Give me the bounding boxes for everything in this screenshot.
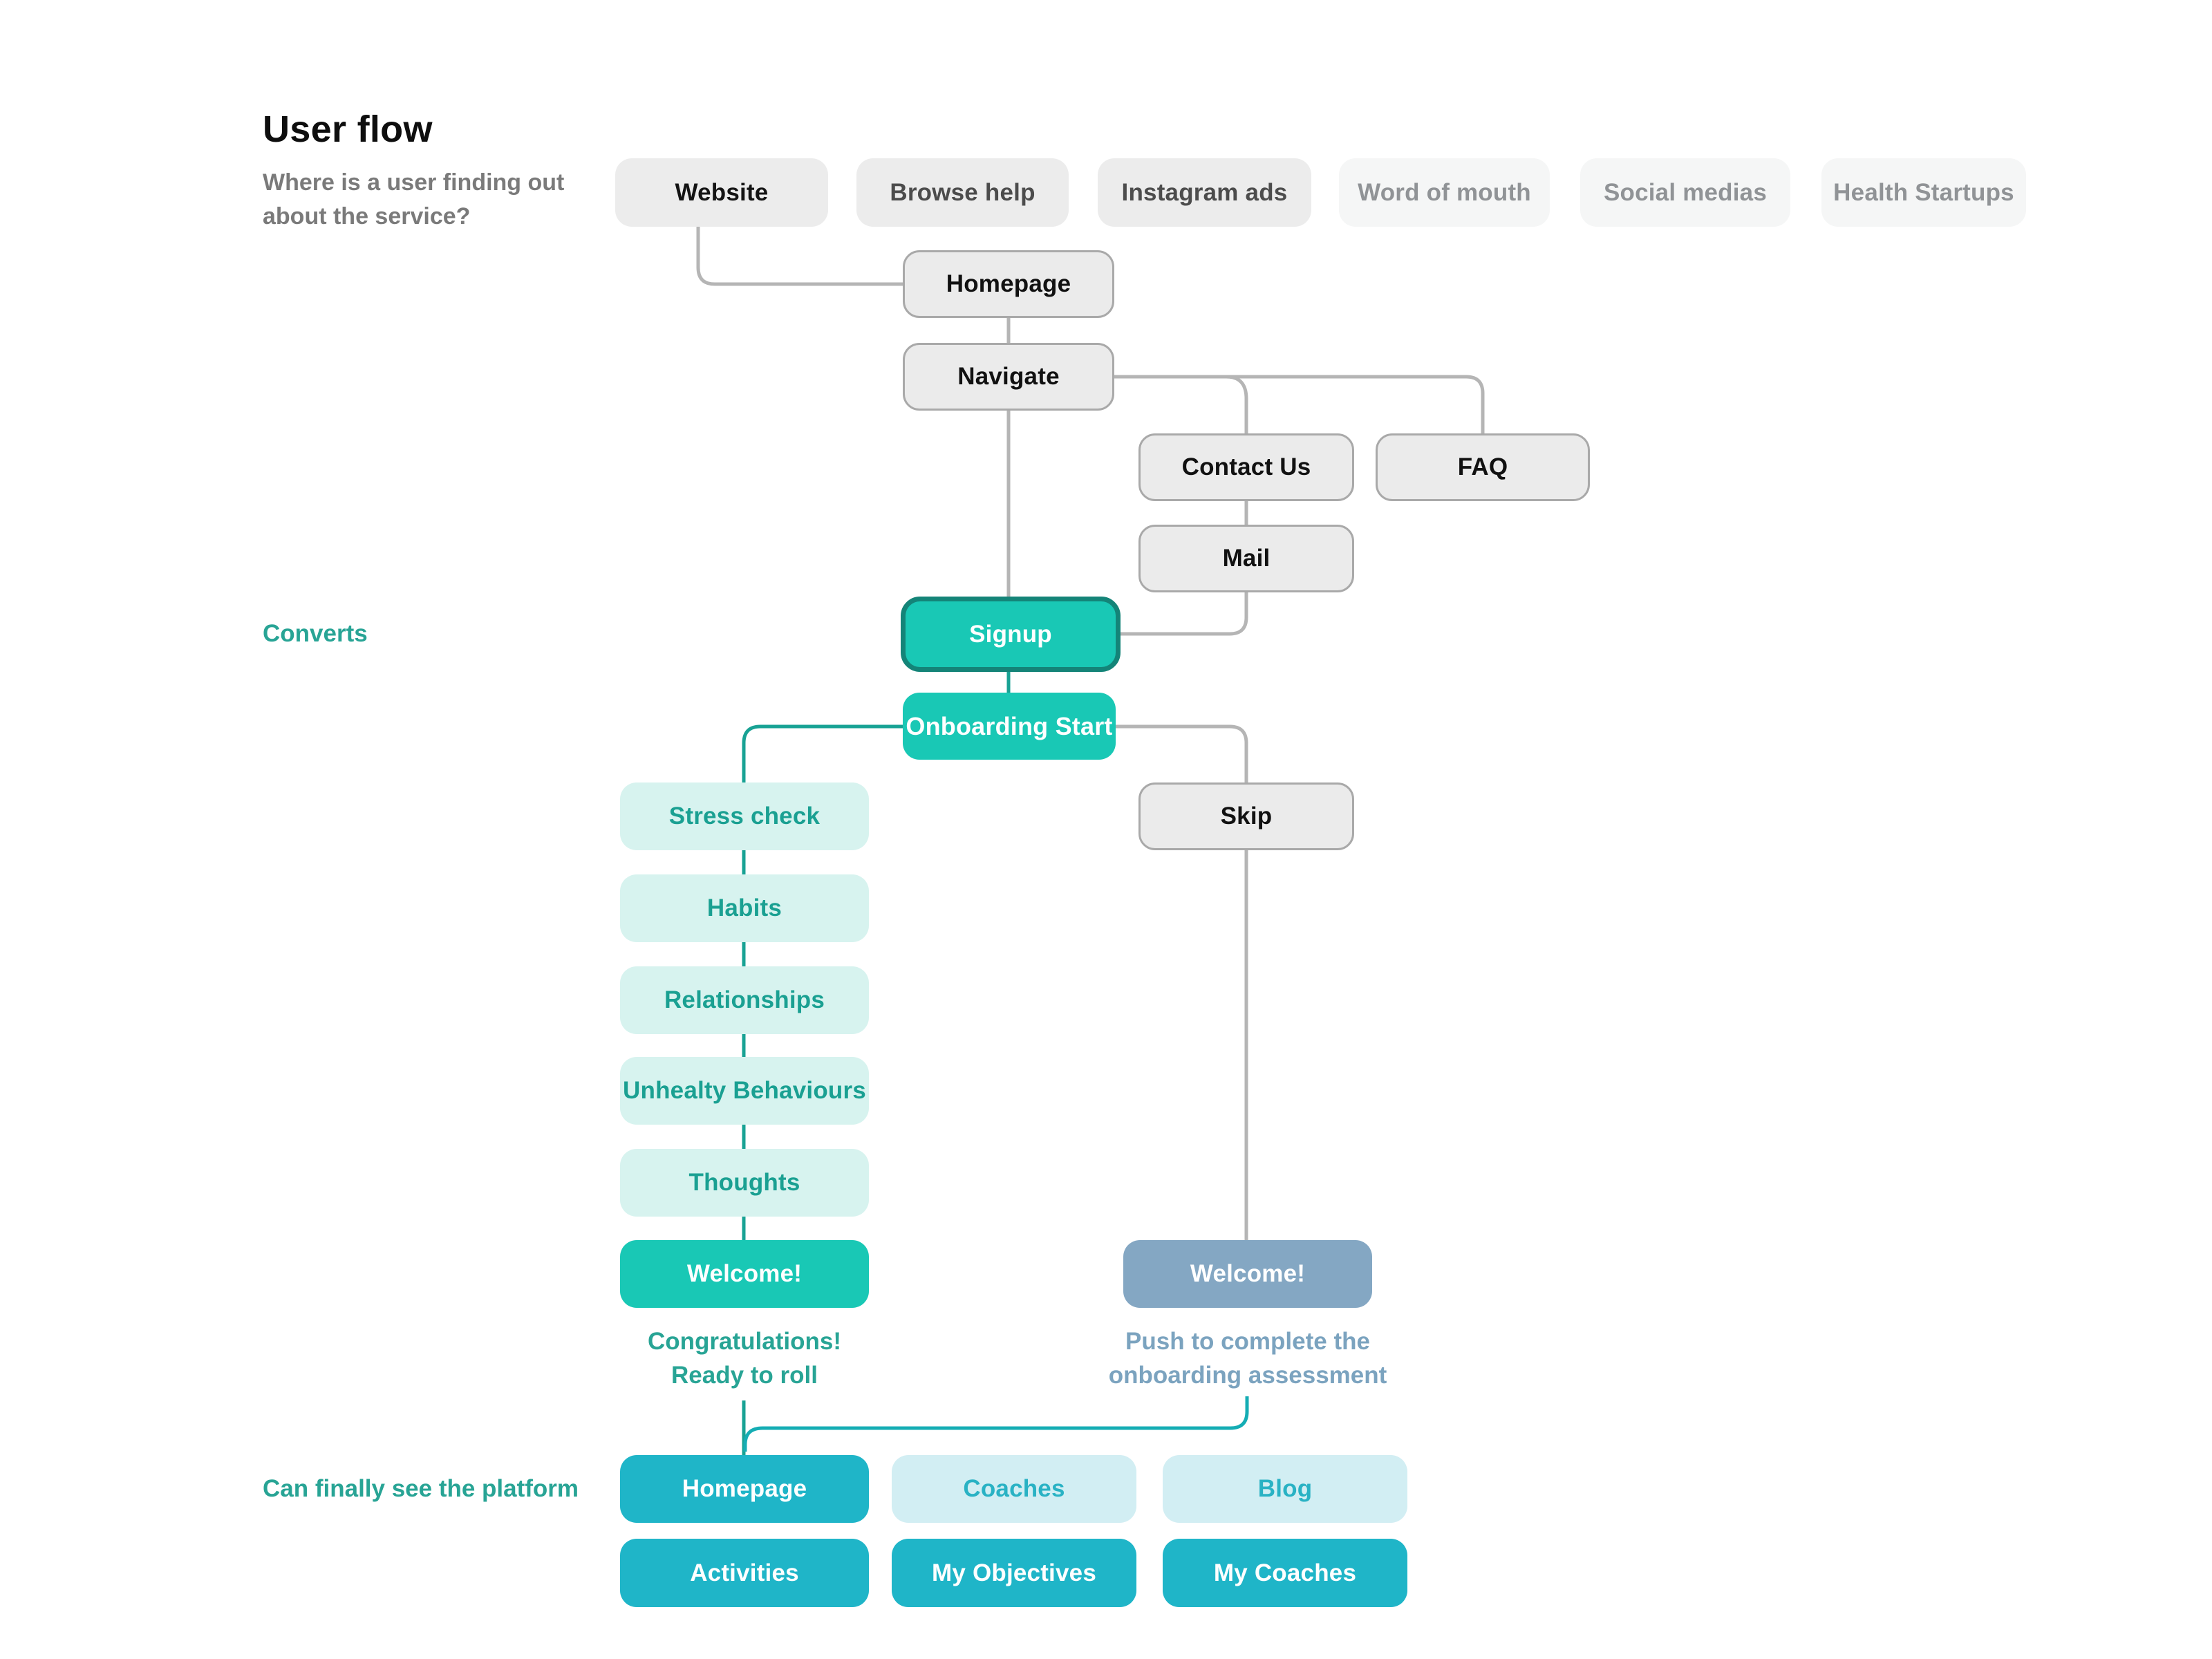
node-word-of-mouth[interactable]: Word of mouth: [1339, 158, 1550, 227]
node-browse-help[interactable]: Browse help: [856, 158, 1069, 227]
connector-skip-branch-merge: [743, 1396, 1249, 1452]
congrats-note: Congratulations! Ready to roll: [620, 1324, 869, 1392]
node-instagram-ads[interactable]: Instagram ads: [1098, 158, 1311, 227]
node-mail[interactable]: Mail: [1138, 525, 1354, 592]
connector-onboarding-skip: [1116, 724, 1248, 782]
node-social-medias[interactable]: Social medias: [1580, 158, 1790, 227]
page-title: User flow: [263, 109, 433, 150]
node-welcome-skipped[interactable]: Welcome!: [1123, 1240, 1372, 1308]
connector-onboarding-stress-check: [742, 724, 903, 782]
node-homepage-top[interactable]: Homepage: [903, 250, 1114, 318]
page-subtitle: Where is a user finding out about the se…: [263, 169, 565, 229]
node-faq[interactable]: FAQ: [1376, 433, 1590, 501]
push-note-line2: onboarding assessment: [1108, 1362, 1387, 1389]
platform-label: Can finally see the platform: [263, 1475, 579, 1502]
node-welcome-completed[interactable]: Welcome!: [620, 1240, 869, 1308]
congrats-note-line1: Congratulations!: [648, 1328, 841, 1355]
node-website[interactable]: Website: [615, 158, 828, 227]
push-note: Push to complete the onboarding assessme…: [1096, 1324, 1400, 1392]
connector-navigate-faq: [1114, 375, 1485, 433]
node-my-coaches[interactable]: My Coaches: [1163, 1539, 1407, 1607]
node-blog[interactable]: Blog: [1163, 1455, 1407, 1523]
node-onboarding-start[interactable]: Onboarding Start: [903, 693, 1116, 760]
connector-navigate-contact-us: [1226, 375, 1248, 433]
node-thoughts[interactable]: Thoughts: [620, 1149, 869, 1217]
node-skip[interactable]: Skip: [1138, 782, 1354, 850]
node-activities[interactable]: Activities: [620, 1539, 869, 1607]
congrats-note-line2: Ready to roll: [671, 1362, 818, 1389]
node-coaches[interactable]: Coaches: [892, 1455, 1136, 1523]
node-navigate[interactable]: Navigate: [903, 343, 1114, 411]
connector-mail-signup: [1121, 592, 1248, 636]
node-contact-us[interactable]: Contact Us: [1138, 433, 1354, 501]
node-homepage-platform[interactable]: Homepage: [620, 1455, 869, 1523]
node-stress-check[interactable]: Stress check: [620, 782, 869, 850]
node-my-objectives[interactable]: My Objectives: [892, 1539, 1136, 1607]
node-unhealthy-behaviours[interactable]: Unhealty Behaviours: [620, 1057, 869, 1125]
node-habits[interactable]: Habits: [620, 874, 869, 942]
node-health-startups[interactable]: Health Startups: [1821, 158, 2026, 227]
converts-label: Converts: [263, 620, 368, 647]
node-relationships[interactable]: Relationships: [620, 966, 869, 1034]
push-note-line1: Push to complete the: [1125, 1328, 1370, 1355]
node-signup[interactable]: Signup: [901, 597, 1121, 672]
connector-website-homepage: [696, 227, 903, 286]
